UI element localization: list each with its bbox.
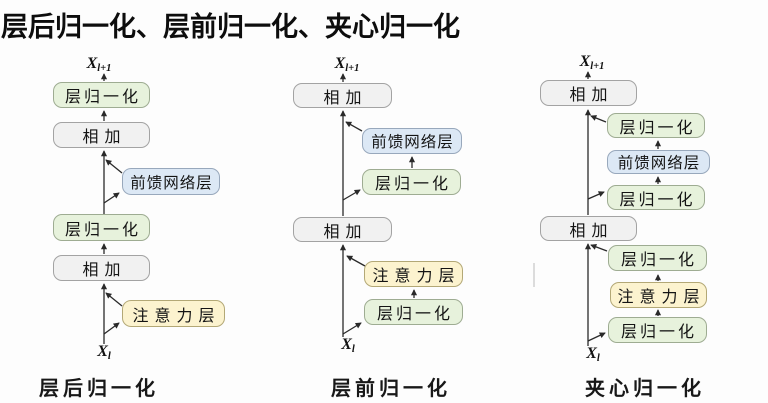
attention-box: 注意力层: [122, 300, 225, 327]
input-label: Xl: [586, 345, 600, 364]
ffn-box: 前馈网络层: [122, 168, 220, 195]
input-label: Xl: [97, 343, 111, 362]
connector-line: [587, 191, 605, 200]
connector-line: [346, 255, 366, 267]
ffn-box: 前馈网络层: [362, 128, 462, 154]
layer-norm-box: 层归一化: [53, 214, 150, 241]
diagram-caption: 层前归一化: [331, 376, 451, 400]
layer-norm-box: 层归一化: [364, 299, 463, 325]
add-box: 相加: [293, 217, 392, 242]
layer-norm-box: 层归一化: [608, 245, 707, 271]
layer-norm-box: 层归一化: [607, 113, 705, 138]
ffn-box: 前馈网络层: [607, 150, 710, 174]
add-box: 相加: [53, 122, 150, 148]
output-label: Xl+1: [86, 55, 112, 74]
connector-line: [587, 332, 606, 342]
connector-line: [342, 189, 361, 201]
add-box: 相加: [53, 255, 150, 281]
diagram-caption: 层后归一化: [39, 376, 159, 400]
output-label: Xl+1: [334, 55, 360, 74]
add-box: 相加: [540, 80, 637, 106]
connector-line: [590, 115, 607, 123]
video-artifact-mark: [533, 263, 535, 287]
connector-line: [105, 292, 123, 307]
layer-norm-box: 层归一化: [53, 82, 150, 108]
attention-box: 注意力层: [364, 261, 463, 287]
diagram-caption: 夹心归一化: [585, 376, 705, 400]
input-label: Xl: [341, 336, 355, 355]
connector-line: [103, 322, 120, 335]
layer-norm-box: 层归一化: [607, 185, 705, 210]
add-box: 相加: [540, 216, 637, 241]
connector-line: [342, 322, 362, 335]
layer-norm-box: 层归一化: [362, 169, 461, 195]
layer-norm-box: 层归一化: [608, 317, 707, 343]
page-title: 层后归一化、层前归一化、夹心归一化: [1, 12, 460, 43]
attention-box: 注意力层: [610, 282, 707, 308]
connector-line: [105, 159, 123, 174]
connector-line: [103, 192, 120, 204]
connector-line: [590, 243, 608, 252]
output-label: Xl+1: [579, 53, 605, 72]
add-box: 相加: [293, 83, 392, 108]
connector-line: [345, 121, 363, 132]
